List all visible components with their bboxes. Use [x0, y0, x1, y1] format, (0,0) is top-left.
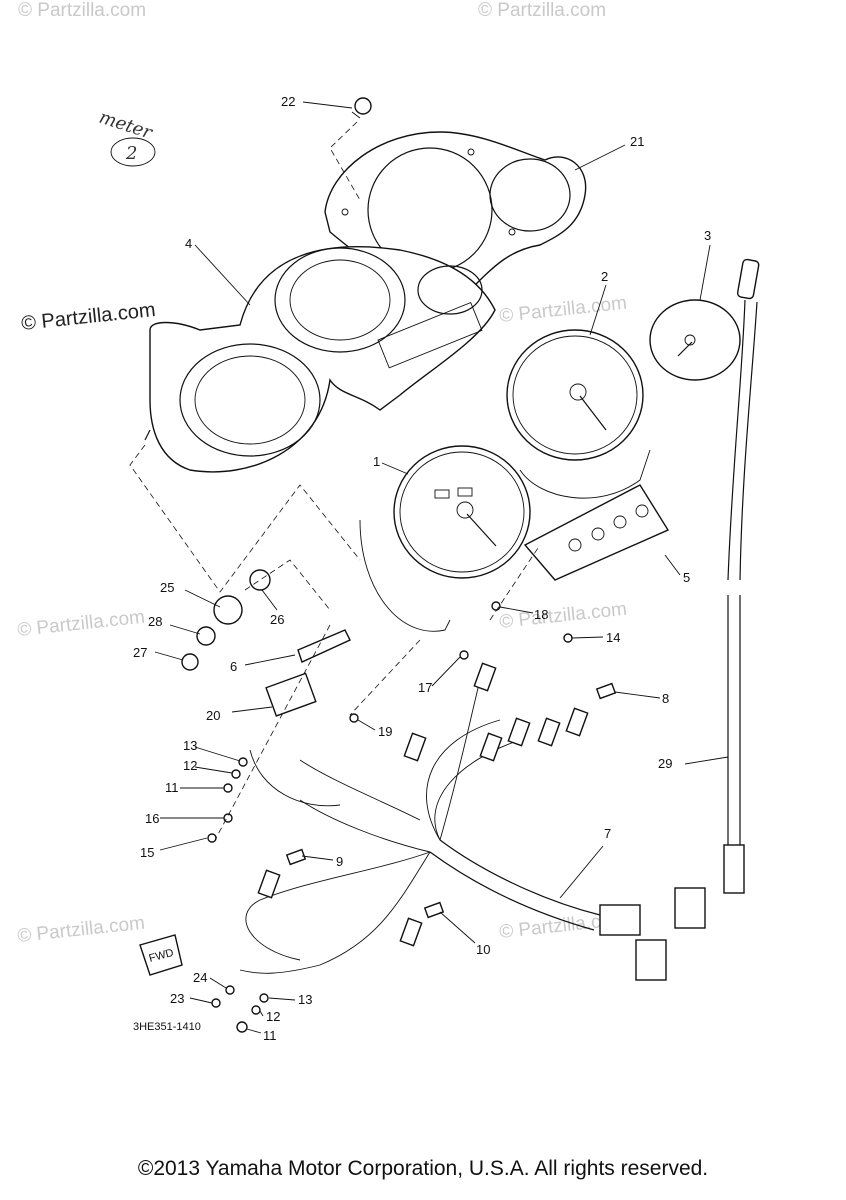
callout-1: 1 [373, 454, 380, 469]
part-22-screw [351, 97, 372, 119]
small-parts-cluster [181, 569, 617, 1033]
callout-11a: 11 [165, 780, 179, 795]
part-5-indicator-housing [523, 484, 670, 581]
diagram-code: 3HE351-1410 [133, 1021, 201, 1033]
callout-27: 27 [133, 645, 147, 660]
callout-28: 28 [148, 614, 162, 629]
assembly-lines [129, 121, 541, 841]
callout-23: 23 [170, 991, 184, 1006]
callout-29: 29 [658, 756, 672, 771]
part-6-knob [297, 629, 351, 663]
watermark-top-right: © Partzilla.com [478, 0, 606, 21]
part-27-nut [181, 653, 199, 671]
callout-12b: 12 [266, 1009, 280, 1024]
watermark-bottom-left: © Partzilla.com [16, 913, 146, 947]
callout-4: 4 [185, 236, 192, 251]
watermark-mid-right: © Partzilla.com [498, 293, 628, 327]
callout-17: 17 [418, 680, 432, 695]
callout-25: 25 [160, 580, 174, 595]
part-20-bracket [265, 672, 317, 717]
part-1-speedometer [359, 445, 531, 632]
callout-18: 18 [534, 607, 548, 622]
part-9-bulb [285, 848, 307, 866]
callout-8: 8 [662, 691, 669, 706]
callout-6: 6 [230, 659, 237, 674]
callout-11b: 11 [263, 1028, 277, 1043]
callout-9: 9 [336, 854, 343, 869]
part-26-grommet [249, 569, 271, 591]
callout-21: 21 [630, 134, 644, 149]
callout-5: 5 [683, 570, 690, 585]
part-4-meter-case [144, 246, 496, 473]
part-2-tachometer [506, 329, 651, 499]
callout-24: 24 [193, 970, 207, 985]
part-29-meter-cable [723, 258, 760, 894]
watermark-mid-left: © Partzilla.com [16, 607, 146, 641]
part-10-bulb [423, 901, 445, 919]
handwritten-number: 2 [125, 143, 137, 164]
callout-13b: 13 [298, 992, 312, 1007]
part-7-wire-harness [239, 662, 706, 981]
callout-20: 20 [206, 708, 220, 723]
watermark-main: © Partzilla.com [20, 299, 156, 335]
part-3-gauge [649, 299, 741, 381]
callout-12a: 12 [183, 758, 197, 773]
leader-lines [154, 101, 729, 1034]
callout-13a: 13 [183, 738, 197, 753]
part-28-washer [196, 626, 216, 646]
callout-7: 7 [604, 826, 611, 841]
part-8-bulb [595, 682, 617, 700]
copyright-notice: ©2013 Yamaha Motor Corporation, U.S.A. A… [137, 1157, 709, 1180]
callout-26: 26 [270, 612, 284, 627]
callout-2: 2 [601, 269, 608, 284]
watermark-center-right: © Partzilla.com [498, 599, 628, 633]
callout-labels: 22 21 4 3 2 1 5 25 26 28 27 6 18 14 17 8… [133, 94, 711, 1043]
callout-3: 3 [704, 228, 711, 243]
callout-15: 15 [140, 845, 154, 860]
handwritten-circle [110, 137, 156, 167]
handwritten-note: meter 2 [96, 107, 156, 167]
callout-16: 16 [145, 811, 159, 826]
callout-10: 10 [476, 942, 490, 957]
callout-14: 14 [606, 630, 620, 645]
watermark-top-left: © Partzilla.com [18, 0, 146, 21]
part-25-grommet [213, 595, 243, 625]
fwd-badge: FWD [139, 934, 183, 976]
callout-22: 22 [281, 94, 295, 109]
callout-19: 19 [378, 724, 392, 739]
